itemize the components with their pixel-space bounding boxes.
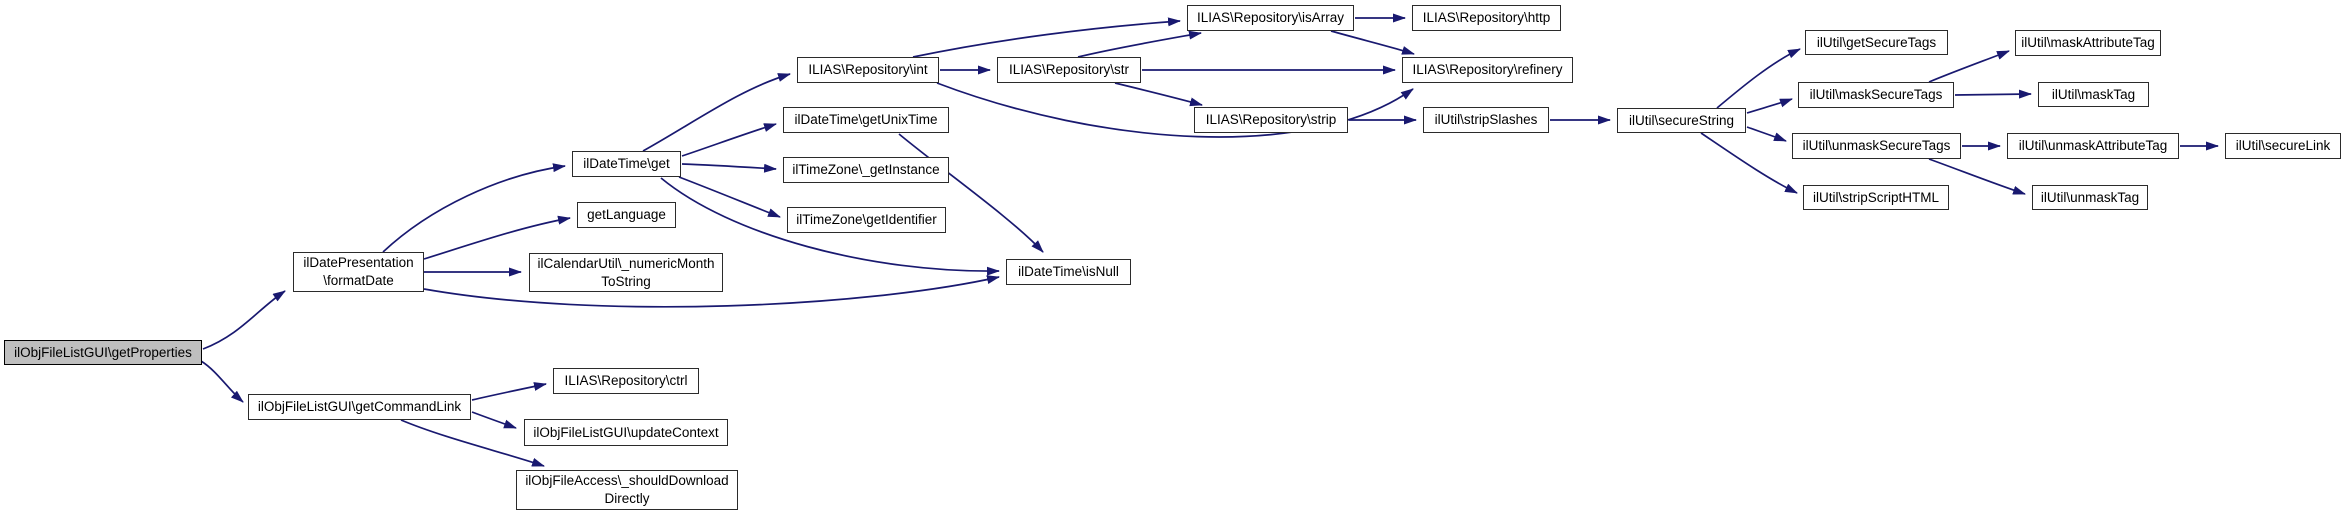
edge-format-date-datetime-get <box>382 163 566 253</box>
node-strip-script-html[interactable]: ilUtil\stripScriptHTML <box>1803 185 1949 210</box>
node-get-language[interactable]: getLanguage <box>577 202 676 228</box>
edge-format-date-get-language <box>423 215 571 260</box>
edge-secure-string-strip-script-html <box>1700 132 1798 194</box>
node-mask-tag[interactable]: ilUtil\maskTag <box>2038 82 2149 107</box>
node-timezone-get-identifier[interactable]: ilTimeZone\getIdentifier <box>787 207 946 233</box>
node-datetime-get[interactable]: ilDateTime\get <box>572 151 681 177</box>
edge-get-properties-get-command-link <box>200 360 244 403</box>
node-get-properties: ilObjFileListGUI\getProperties <box>4 340 202 365</box>
edge-repo-int-repo-is-array <box>912 17 1181 58</box>
edge-mask-secure-tags-mask-tag <box>1954 89 2032 99</box>
node-repo-http[interactable]: ILIAS\Repository\http <box>1412 5 1561 31</box>
node-repo-ctrl[interactable]: ILIAS\Repository\ctrl <box>553 368 699 394</box>
edge-secure-string-unmask-secure-tags <box>1746 126 1787 142</box>
node-strip-slashes[interactable]: ilUtil\stripSlashes <box>1423 107 1549 133</box>
edge-mask-secure-tags-mask-attribute-tag <box>1928 50 2010 83</box>
node-repo-strip[interactable]: ILIAS\Repository\strip <box>1194 107 1348 133</box>
node-mask-attribute-tag[interactable]: ilUtil\maskAttributeTag <box>2015 30 2161 56</box>
node-unmask-tag[interactable]: ilUtil\unmaskTag <box>2032 185 2148 210</box>
node-repo-str[interactable]: ILIAS\Repository\str <box>997 57 1141 83</box>
edge-get-command-link-repo-ctrl <box>471 382 547 401</box>
edge-datetime-get-repo-int <box>642 73 791 152</box>
edge-datetime-get-timezone-get-identifier <box>678 176 781 218</box>
node-is-null[interactable]: ilDateTime\isNull <box>1006 259 1131 285</box>
node-repo-refinery[interactable]: ILIAS\Repository\refinery <box>1402 57 1573 83</box>
edge-unmask-secure-tags-unmask-tag <box>1928 158 2026 195</box>
edge-datetime-get-timezone-get-instance <box>681 163 777 173</box>
edge-get-command-link-update-context <box>471 411 517 429</box>
edge-secure-string-get-secure-tags <box>1716 48 1801 109</box>
edge-get-unix-time-is-null <box>898 133 1044 253</box>
edge-get-properties-format-date <box>202 290 286 350</box>
node-get-unix-time[interactable]: ilDateTime\getUnixTime <box>783 107 949 133</box>
node-numeric-month-to-string[interactable]: ilCalendarUtil\_numericMonth ToString <box>529 253 723 292</box>
edge-get-command-link-should-download-directly <box>400 419 545 467</box>
node-get-secure-tags[interactable]: ilUtil\getSecureTags <box>1805 30 1948 55</box>
node-repo-int[interactable]: ILIAS\Repository\int <box>797 57 939 83</box>
node-timezone-get-instance[interactable]: ilTimeZone\_getInstance <box>783 157 949 183</box>
edge-repo-str-repo-strip <box>1114 82 1203 107</box>
node-unmask-attribute-tag[interactable]: ilUtil\unmaskAttributeTag <box>2007 133 2179 159</box>
node-repo-is-array[interactable]: ILIAS\Repository\isArray <box>1187 5 1354 31</box>
edge-repo-int-repo-refinery <box>936 82 1414 138</box>
node-get-command-link[interactable]: ilObjFileListGUI\getCommandLink <box>248 394 471 420</box>
edge-format-date-is-null <box>423 275 1000 308</box>
edge-datetime-get-is-null <box>660 177 1000 276</box>
edge-secure-string-mask-secure-tags <box>1746 98 1793 114</box>
node-unmask-secure-tags[interactable]: ilUtil\unmaskSecureTags <box>1792 133 1961 159</box>
node-should-download-directly[interactable]: ilObjFileAccess\_shouldDownload Directly <box>516 470 738 510</box>
node-format-date[interactable]: ilDatePresentation \formatDate <box>293 252 424 292</box>
node-secure-link[interactable]: ilUtil\secureLink <box>2225 133 2341 159</box>
node-update-context[interactable]: ilObjFileListGUI\updateContext <box>524 419 728 446</box>
node-secure-string[interactable]: ilUtil\secureString <box>1617 108 1746 133</box>
edge-datetime-get-get-unix-time <box>681 123 777 157</box>
node-mask-secure-tags[interactable]: ilUtil\maskSecureTags <box>1798 82 1954 108</box>
edge-repo-is-array-repo-refinery <box>1330 30 1415 55</box>
edge-repo-str-repo-is-array <box>1077 30 1202 58</box>
